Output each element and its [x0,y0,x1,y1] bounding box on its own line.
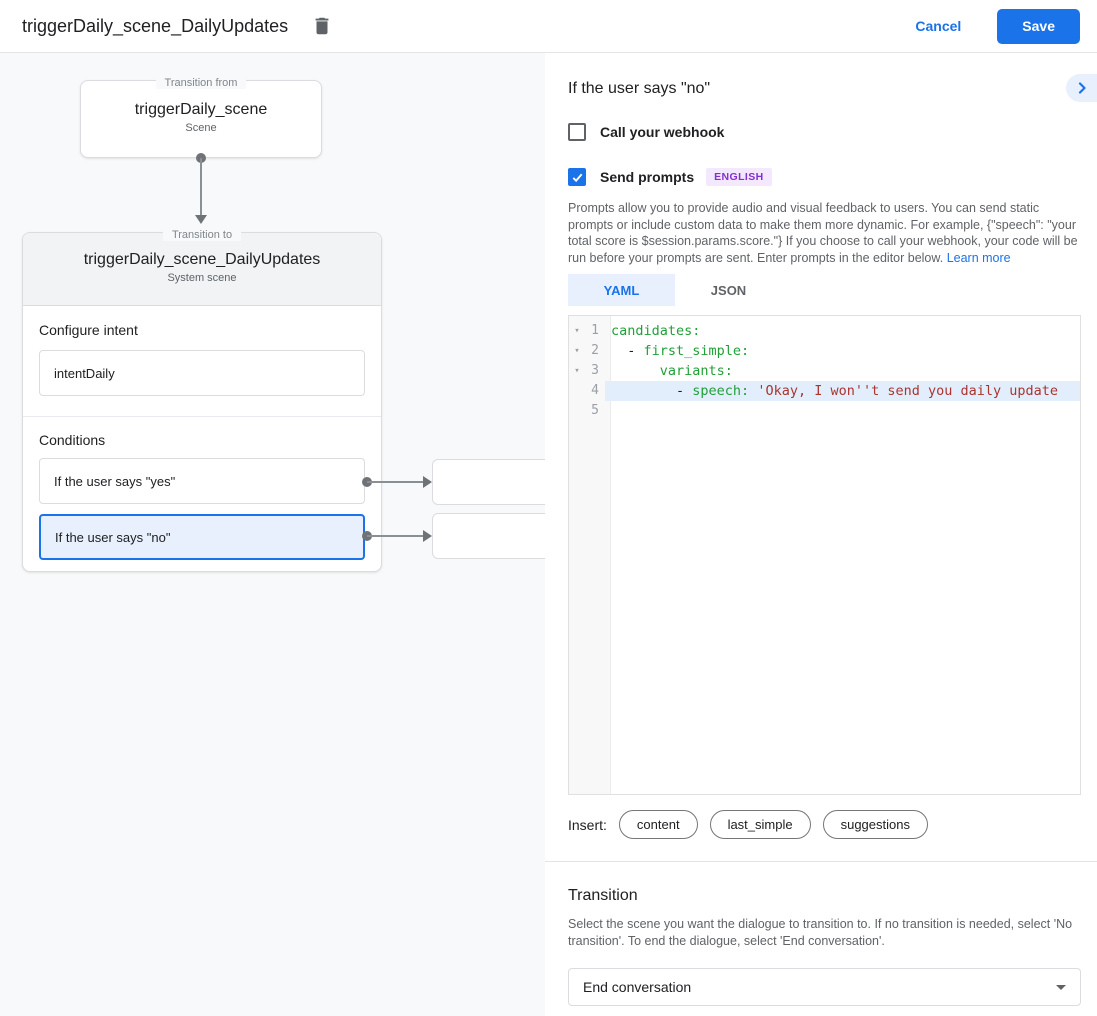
line-number: 2 [591,343,599,358]
transition-to-card: Transition to triggerDaily_scene_DailyUp… [22,229,382,572]
code-line: ▾ 3 variants: [569,361,1080,381]
panel-divider [545,861,1097,862]
intent-field[interactable]: intentDaily [39,350,365,396]
cancel-button[interactable]: Cancel [903,10,973,42]
send-prompts-checkbox[interactable]: Send prompts ENGLISH [568,168,772,186]
code-line: ▾ 1 candidates: [569,321,1080,341]
fold-toggle-icon[interactable]: ▾ [574,346,580,356]
to-scene-type: System scene [167,272,237,284]
transition-select-value: End conversation [583,979,692,995]
tab-json[interactable]: JSON [710,282,747,298]
insert-row: Insert: content last_simple suggestions [568,810,940,839]
code-editor-lines: ▾ 1 candidates: ▾ 2 - first_simple: ▾ 3 varian… [569,321,1080,421]
condition-target-node[interactable] [432,459,545,505]
configure-intent-section: Configure intent intentDaily [23,306,381,416]
insert-chip-suggestions[interactable]: suggestions [822,810,928,839]
card-divider [23,416,381,417]
connector-line [367,535,423,537]
code-line: ▾ 2 - first_simple: [569,341,1080,361]
checkbox-checked-icon [568,168,586,186]
configure-intent-label: Configure intent [39,322,138,338]
code-line-content: - first_simple: [611,343,750,359]
line-number: 3 [591,363,599,378]
to-scene-name: triggerDaily_scene_DailyUpdates [83,251,321,268]
connector-arrowhead [423,476,432,488]
language-badge: ENGLISH [706,168,772,186]
insert-chip-content[interactable]: content [618,810,698,839]
dropdown-caret-icon [1056,984,1066,990]
conditions-section: Conditions If the user says "yes" If the… [23,417,381,571]
insert-label: Insert: [568,816,607,833]
line-number: 4 [591,383,599,398]
condition-item-no[interactable]: If the user says "no" [39,514,365,560]
fold-spacer [569,401,585,421]
transition-to-legend: Transition to [23,225,381,243]
collapse-panel-button[interactable] [1066,74,1097,102]
yaml-code-editor[interactable]: ▾ 1 candidates: ▾ 2 - first_simple: ▾ 3 varian… [568,315,1081,795]
code-line-content: - speech: 'Okay, I won''t send you daily… [605,381,1080,401]
learn-more-link[interactable]: Learn more [946,250,1011,265]
delete-scene-button[interactable] [307,11,337,41]
condition-editor-panel: If the user says "no" Call your webhook … [545,53,1097,1016]
conditions-label: Conditions [39,432,106,448]
prompts-description: Prompts allow you to provide audio and v… [568,201,1078,265]
code-line-content [605,401,1080,421]
transition-from-legend: Transition from [81,73,321,91]
code-line-content: candidates: [611,323,701,339]
tab-yaml[interactable]: YAML [568,274,675,306]
from-scene-type: Scene [185,122,217,134]
code-line: 4 - speech: 'Okay, I won''t send you dai… [569,381,1080,401]
panel-title: If the user says "no" [568,80,711,97]
fold-toggle-icon[interactable]: ▾ [574,326,580,336]
condition-item-yes[interactable]: If the user says "yes" [39,458,365,504]
connector-arrowhead [423,530,432,542]
call-webhook-checkbox[interactable]: Call your webhook [568,123,724,141]
line-number: 1 [591,323,599,338]
page-title: triggerDaily_scene_DailyUpdates [22,15,289,36]
transition-description: Select the scene you want the dialogue t… [568,917,1073,948]
call-webhook-label: Call your webhook [600,124,725,140]
insert-chip-last-simple[interactable]: last_simple [709,810,811,839]
to-scene-header: triggerDaily_scene_DailyUpdates System s… [23,233,381,306]
from-scene-name: triggerDaily_scene [134,101,268,118]
connector-arrowhead [195,215,207,224]
connector-line [200,158,202,216]
code-line: 5 [569,401,1080,421]
line-number: 5 [591,403,599,418]
fold-spacer [569,381,585,401]
trash-icon [311,15,333,37]
code-line-content: variants: [659,363,733,379]
send-prompts-label: Send prompts [600,169,695,185]
chevron-right-icon [1076,82,1088,94]
fold-toggle-icon[interactable]: ▾ [574,366,580,376]
transition-title: Transition [568,887,638,904]
transition-select[interactable]: End conversation [568,968,1081,1006]
condition-target-node[interactable] [432,513,545,559]
editor-format-tabs: YAML JSON [568,274,782,306]
top-bar: triggerDaily_scene_DailyUpdates Cancel S… [0,0,1097,53]
connector-line [367,481,423,483]
checkbox-unchecked-icon [568,123,586,141]
transition-from-card[interactable]: Transition from triggerDaily_scene Scene [80,77,322,158]
save-button[interactable]: Save [997,8,1080,44]
scene-flow-canvas: Transition from triggerDaily_scene Scene… [0,53,545,1016]
